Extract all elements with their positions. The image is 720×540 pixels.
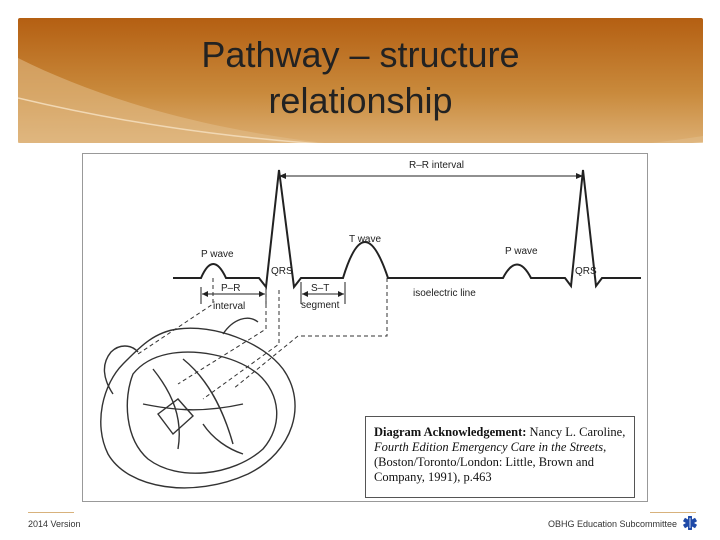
diagram-acknowledgement: Diagram Acknowledgement: Nancy L. Caroli…: [365, 416, 635, 498]
t-wave-label: T wave: [349, 234, 382, 245]
st-segment-label: segment: [301, 300, 340, 311]
title-band-curve: [18, 58, 703, 143]
star-of-life-icon: [683, 516, 697, 530]
ack-publisher-line2: Company, 1991), p.463: [374, 470, 492, 484]
footer-rule-right: [650, 512, 696, 513]
pr-label: P–R: [221, 283, 241, 294]
ecg-trace: [173, 169, 641, 290]
ecg-drawing: [100, 169, 641, 489]
ecg-diagram: R–R interval P wave QRS T wave P wave QR…: [82, 153, 648, 502]
qrs-label-2: QRS: [575, 266, 597, 277]
title-line-1: Pathway – structure: [201, 34, 520, 75]
rr-interval-label: R–R interval: [409, 160, 465, 171]
ack-publisher-line1: , (Boston/Toronto/London: Little, Brown …: [374, 440, 607, 469]
p-wave-label-1: P wave: [201, 249, 234, 260]
footer-rule-left: [28, 512, 74, 513]
heart-illustration: [100, 317, 296, 489]
footer-version: 2014 Version: [28, 519, 81, 529]
ack-book: Fourth Edition Emergency Care in the Str…: [374, 440, 604, 454]
qrs-label-1: QRS: [271, 266, 293, 277]
title-band: [18, 18, 703, 143]
footer-organization: OBHG Education Subcommittee: [548, 519, 678, 529]
title-line-2: relationship: [268, 80, 453, 121]
isoelectric-line-label: isoelectric line: [413, 288, 476, 299]
slide-title: Pathway – structure relationship: [18, 32, 703, 124]
ack-author: Nancy L. Caroline,: [529, 425, 626, 439]
pr-interval-label: interval: [213, 301, 246, 312]
ack-heading: Diagram Acknowledgement:: [374, 425, 527, 439]
p-wave-label-2: P wave: [505, 246, 538, 257]
st-label: S–T: [311, 283, 330, 294]
